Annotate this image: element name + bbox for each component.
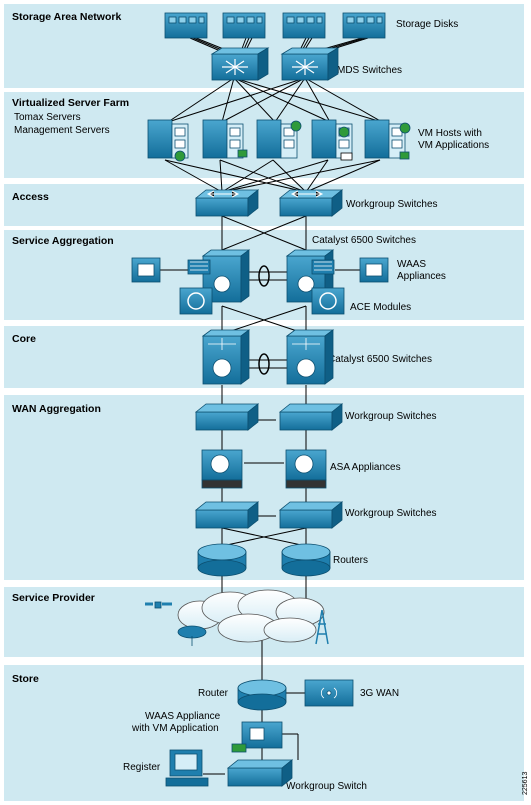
satellite-icon [145,601,172,609]
vm-host-server-icon [256,119,302,159]
core-switch-icon [201,329,251,385]
port-channel-icon [258,265,270,287]
store-router-label: Router [198,688,229,699]
storage-disk-icon [222,12,266,39]
ace-modules-label: ACE Modules [350,302,411,313]
wan-switches-label-1: Workgroup Switches [345,411,437,422]
wan3g-label: 3G WAN [360,688,399,699]
waas-vm-appliance-icon [231,721,283,753]
workgroup-switch-icon [278,501,344,529]
vm-hosts-label-1: VM Hosts with [418,128,482,139]
storage-disk-icon [282,12,326,39]
register-label: Register [123,762,161,773]
access-switches-label: Workgroup Switches [346,199,438,210]
section-titles: Storage Area Network Virtualized Server … [12,11,129,685]
asa-appliance-icon [285,449,327,489]
workgroup-switch-icon [194,501,260,529]
mds-server-links [167,77,383,123]
core-switch-icon [285,329,335,385]
core-catalyst-label: Catalyst 6500 Switches [328,354,432,365]
port-channel-icon [258,353,270,375]
storage-disk-icon [164,12,208,39]
vm-hosts-label-2: VM Applications [418,140,489,151]
server-access-links [164,159,381,193]
devices [131,12,411,787]
connection-lines [160,37,383,775]
san-title: Storage Area Network [12,11,121,23]
satellite-dish-icon [177,625,207,646]
band-service-agg [4,230,524,320]
service-agg-title: Service Aggregation [12,235,114,247]
waas-appliance-icon [359,257,389,283]
workgroup-switch-icon [194,189,260,217]
waas-vm-label-1: WAAS Appliance [145,711,221,722]
band-core [4,326,524,388]
vm-host-server-icon [147,119,189,162]
storage-disk-icon [342,12,386,39]
mds-switch-icon [210,47,270,81]
ace-module-icon [179,287,213,315]
wan-agg-title: WAN Aggregation [12,403,101,415]
cell-tower-icon [315,609,329,645]
catalyst-switch-icon [187,249,251,303]
vm-host-server-icon [364,119,411,160]
access-title: Access [12,191,49,203]
mds-switch-icon [280,47,340,81]
vm-host-server-icon [311,119,353,161]
store-workgroup-switch-icon [226,759,294,787]
workgroup-switch-icon [278,189,344,217]
workgroup-switch-icon [194,403,260,431]
waas-label-2: Appliances [397,271,446,282]
mds-switches-label: MDS Switches [337,65,402,76]
router-icon [197,543,247,577]
device-labels: Storage Disks MDS Switches VM Hosts with… [123,19,529,795]
store-switch-label: Workgroup Switch [286,781,367,792]
store-title: Store [12,673,39,685]
ace-module-icon [311,287,345,315]
waas-vm-label-2: with VM Application [131,723,219,734]
wan-switches-label-2: Workgroup Switches [345,508,437,519]
provider-title: Service Provider [12,592,95,604]
vsf-sub1: Tomax Servers [14,112,81,123]
storage-disks-label: Storage Disks [396,19,458,30]
service-agg-catalyst-label: Catalyst 6500 Switches [312,235,416,246]
workgroup-switch-icon [278,403,344,431]
vsf-title: Virtualized Server Farm [12,97,129,109]
band-access [4,184,524,226]
figure-id: 225613 [522,772,529,795]
3g-wan-icon [304,679,354,707]
waas-label-1: WAAS [397,259,426,270]
core-title: Core [12,333,36,345]
band-wan-agg [4,395,524,580]
routers-label: Routers [333,555,368,566]
vsf-sub2: Management Servers [14,125,110,136]
cloud-icon [177,589,325,643]
asa-label: ASA Appliances [330,462,401,473]
router-icon [281,543,331,577]
waas-appliance-icon [131,257,161,283]
register-computer-icon [165,749,209,787]
vm-host-server-icon [202,119,248,159]
store-router-icon [237,679,287,711]
asa-appliance-icon [201,449,243,489]
